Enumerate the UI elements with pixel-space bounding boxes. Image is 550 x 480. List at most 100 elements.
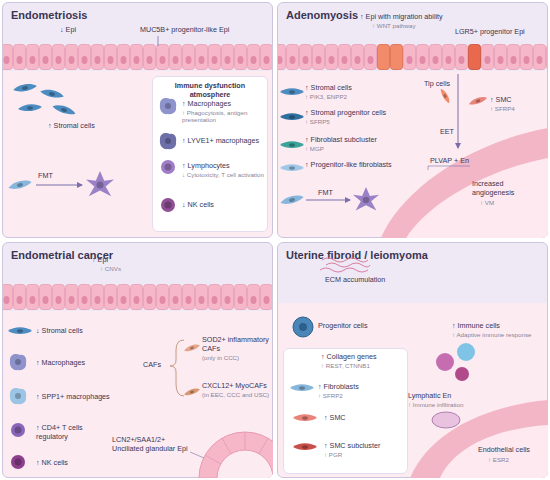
node-text: ↑ REST, CTNNB1 <box>321 362 406 369</box>
art-shape <box>469 45 481 70</box>
cell-label: CXCL12+ MyoCAFs <box>202 382 272 391</box>
art-shape <box>279 193 304 206</box>
art-shape <box>293 317 313 337</box>
sub-note: ↑ SFRP5 <box>305 118 405 125</box>
cell-label: ↑ Lymphocytes <box>182 162 267 171</box>
cell-label: ↓ NK cells <box>182 201 267 210</box>
cell-label: ↑ NK cells <box>36 459 116 468</box>
cell-label: ECM accumulation <box>325 276 415 285</box>
art-shape <box>405 158 548 238</box>
cell-label: MUC5B+ progenitor-like Epi <box>140 26 270 35</box>
art-shape <box>158 36 159 46</box>
art-shape <box>306 200 350 201</box>
sub-note: (only in CCC) <box>202 354 272 361</box>
node-heading: Endometrial cancer <box>11 249 261 262</box>
art-shape <box>18 103 42 112</box>
cell-label: ↓ Stromal cells <box>36 327 126 336</box>
sub-note: ↑ CNVs <box>100 265 150 272</box>
art-shape <box>320 268 368 272</box>
art-shape <box>3 44 272 70</box>
cell-label: ↑ Fibroblast subcluster <box>305 136 405 145</box>
sub-note: ↑ Phagocytosis, antigen presentation <box>182 109 268 124</box>
art-shape <box>439 87 451 104</box>
sub-note: (in EEC, CCC and USC) <box>202 391 274 398</box>
art-shape <box>7 178 32 191</box>
cell-label: LGR5+ progenitor Epi <box>455 28 547 37</box>
cell-label: FMT <box>38 172 68 181</box>
art-shape <box>353 187 379 210</box>
art-shape <box>11 455 25 469</box>
cell-label: ↑ SPP1+ macrophages <box>36 393 136 402</box>
art-shape <box>10 354 26 370</box>
sub-note: ↑ ESR2 <box>488 456 538 463</box>
cell-label: ↑ Epi <box>92 256 142 265</box>
art-shape <box>458 74 459 148</box>
art-shape <box>11 423 25 437</box>
cell-label: LCN2+/SAA1/2+ Unciliated glandular Epi <box>112 436 192 453</box>
art-shape <box>10 388 26 404</box>
art-shape <box>13 82 38 93</box>
art-shape <box>293 443 317 450</box>
art-shape <box>455 367 469 381</box>
cell-label: Progenitor cells <box>318 322 398 331</box>
cell-label: ↑ Stromal cells <box>305 84 405 93</box>
art-shape <box>3 284 272 310</box>
art-shape <box>428 166 470 170</box>
art-shape <box>322 258 368 262</box>
cell-label: ↑ Immune cells <box>452 322 542 331</box>
art-shape <box>199 432 273 478</box>
art-shape <box>280 88 304 95</box>
sub-note: ↓ Cytotoxicity, T cell activation <box>182 171 268 178</box>
art-shape <box>278 44 547 70</box>
art-shape <box>86 171 114 196</box>
cell-label: EET <box>440 128 460 137</box>
sub-note: ↑ MGP <box>305 145 405 152</box>
art-shape <box>199 478 217 479</box>
art-shape <box>290 384 314 391</box>
art-shape <box>320 258 370 272</box>
sub-note: ↑ PGR <box>324 451 394 458</box>
cell-label: Tip cells <box>424 80 474 89</box>
cell-label: ↑ SMC <box>490 96 540 105</box>
art-shape <box>245 432 246 450</box>
art-shape <box>380 128 548 238</box>
cell-label: ↑ Progenitor-like fibroblasts <box>305 161 423 170</box>
art-shape <box>378 45 390 70</box>
art-shape <box>299 323 307 331</box>
cell-label: ↑ Stromal cells <box>48 122 128 131</box>
art-shape <box>280 113 304 120</box>
cell-label: Endothelial cells <box>478 446 546 455</box>
art-shape <box>468 95 488 107</box>
art-shape <box>222 438 231 454</box>
art-shape <box>170 340 184 396</box>
cell-label: Lymphatic En <box>408 392 468 401</box>
art-shape <box>199 432 268 478</box>
art-shape <box>440 425 548 478</box>
art-shape <box>410 400 548 478</box>
art-shape <box>217 450 273 478</box>
cell-label: PLVAP + En <box>430 157 490 166</box>
cell-label: CAFs <box>143 361 173 370</box>
cell-label: ↑ Macrophages <box>182 100 267 109</box>
cell-label: ↑ Epi with migration ability <box>360 13 480 22</box>
cell-label: ↑ SMC <box>324 414 394 423</box>
sub-note: ↑ Immune infiltration <box>408 401 473 408</box>
fibroid-art <box>290 258 548 478</box>
art-shape <box>391 45 403 70</box>
node-heading: ↑ Collagen genes <box>321 353 406 362</box>
sub-note: ↑ Adaptive immune response <box>452 331 547 338</box>
cell-label: ↓ Epi <box>60 26 120 35</box>
art-shape <box>293 414 317 421</box>
cell-label: Increased angiogenesis <box>472 180 547 197</box>
art-shape <box>436 353 454 371</box>
art-shape <box>160 133 176 149</box>
art-shape <box>280 164 304 171</box>
sub-note: ↑ PIK3, ENPP2 <box>305 93 405 100</box>
sub-note: ↑ SFRP4 <box>490 105 540 112</box>
sub-note: ↑ VM <box>480 199 530 206</box>
cancer-art <box>3 284 273 478</box>
disease-panel: EndometriosisImmune dysfunction atmosphe… <box>2 2 273 238</box>
art-shape <box>36 185 82 186</box>
